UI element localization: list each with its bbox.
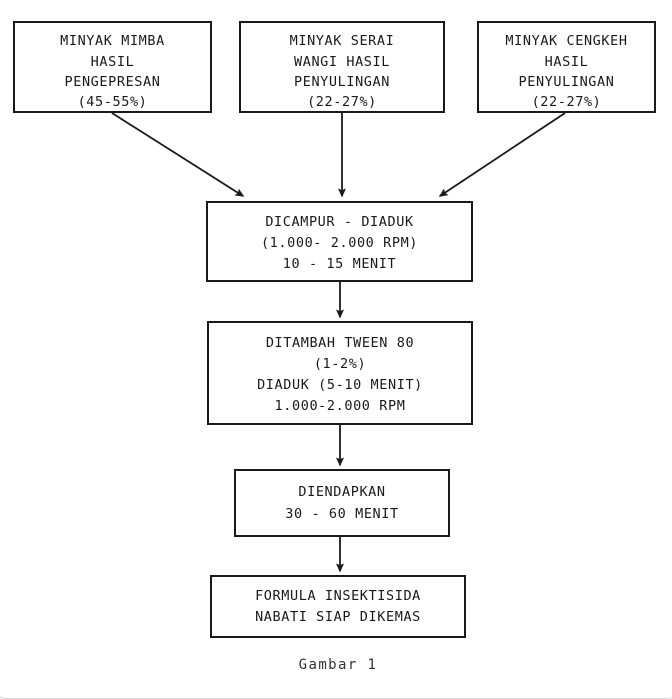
- node-minyak-mimba-line-3: PENGEPRESAN: [64, 74, 160, 90]
- node-dicampur-diaduk-line-1: DICAMPUR - DIADUK: [265, 214, 414, 230]
- node-formula-insektisida-box: [210, 575, 466, 638]
- node-formula-insektisida-line-1: FORMULA INSEKTISIDA: [255, 588, 421, 604]
- node-minyak-cengkeh: MINYAK CENGKEH HASIL PENYULINGAN (22-27%…: [477, 21, 656, 113]
- node-dicampur-diaduk-line-3: 10 - 15 MENIT: [283, 256, 396, 272]
- node-minyak-serai-wangi-line-3: PENYULINGAN: [294, 74, 390, 90]
- edges-group: [111, 112, 566, 573]
- node-minyak-cengkeh-line-2: HASIL: [545, 54, 589, 70]
- node-minyak-serai-wangi-box: [239, 21, 445, 113]
- node-minyak-serai-wangi-line-2: WANGI HASIL: [294, 54, 390, 70]
- node-ditambah-tween-80-line-3: DIADUK (5-10 MENIT): [257, 377, 423, 393]
- node-formula-insektisida: FORMULA INSEKTISIDA NABATI SIAP DIKEMAS: [210, 575, 466, 638]
- node-minyak-cengkeh-line-3: PENYULINGAN: [518, 74, 614, 90]
- node-dicampur-diaduk-line-2: (1.000- 2.000 RPM): [261, 235, 418, 251]
- node-minyak-mimba-line-4: (45-55%): [78, 94, 148, 110]
- edge-cengkeh-to-dicampur: [438, 112, 566, 197]
- node-diendapkan-box: [234, 469, 450, 537]
- node-ditambah-tween-80: DITAMBAH TWEEN 80 (1-2%) DIADUK (5-10 ME…: [207, 321, 473, 425]
- node-minyak-serai-wangi-line-1: MINYAK SERAI: [290, 33, 395, 49]
- node-minyak-cengkeh-line-4: (22-27%): [532, 94, 602, 110]
- node-minyak-mimba-line-2: HASIL: [91, 54, 135, 70]
- node-formula-insektisida-line-2: NABATI SIAP DIKEMAS: [255, 609, 421, 625]
- node-diendapkan-line-2: 30 - 60 MENIT: [285, 506, 398, 522]
- node-diendapkan-line-1: DIENDAPKAN: [298, 484, 385, 500]
- node-dicampur-diaduk: DICAMPUR - DIADUK (1.000- 2.000 RPM) 10 …: [206, 201, 473, 282]
- node-ditambah-tween-80-line-4: 1.000-2.000 RPM: [275, 398, 406, 414]
- node-minyak-mimba-line-1: MINYAK MIMBA: [60, 33, 165, 49]
- node-ditambah-tween-80-line-2: (1-2%): [314, 356, 366, 372]
- node-minyak-cengkeh-line-1: MINYAK CENGKEH: [505, 33, 627, 49]
- node-ditambah-tween-80-box: [207, 321, 473, 425]
- node-diendapkan: DIENDAPKAN 30 - 60 MENIT: [234, 469, 450, 537]
- node-minyak-mimba: MINYAK MIMBA HASIL PENGEPRESAN (45-55%): [13, 21, 212, 113]
- node-minyak-serai-wangi: MINYAK SERAI WANGI HASIL PENYULINGAN (22…: [239, 21, 445, 113]
- edge-mimba-to-dicampur: [111, 112, 245, 197]
- figure-caption: Gambar 1: [299, 657, 378, 673]
- node-minyak-mimba-box: [13, 21, 212, 113]
- node-ditambah-tween-80-line-1: DITAMBAH TWEEN 80: [266, 335, 414, 351]
- node-dicampur-diaduk-box: [206, 201, 473, 282]
- node-minyak-cengkeh-box: [477, 21, 656, 113]
- node-minyak-serai-wangi-line-4: (22-27%): [307, 94, 377, 110]
